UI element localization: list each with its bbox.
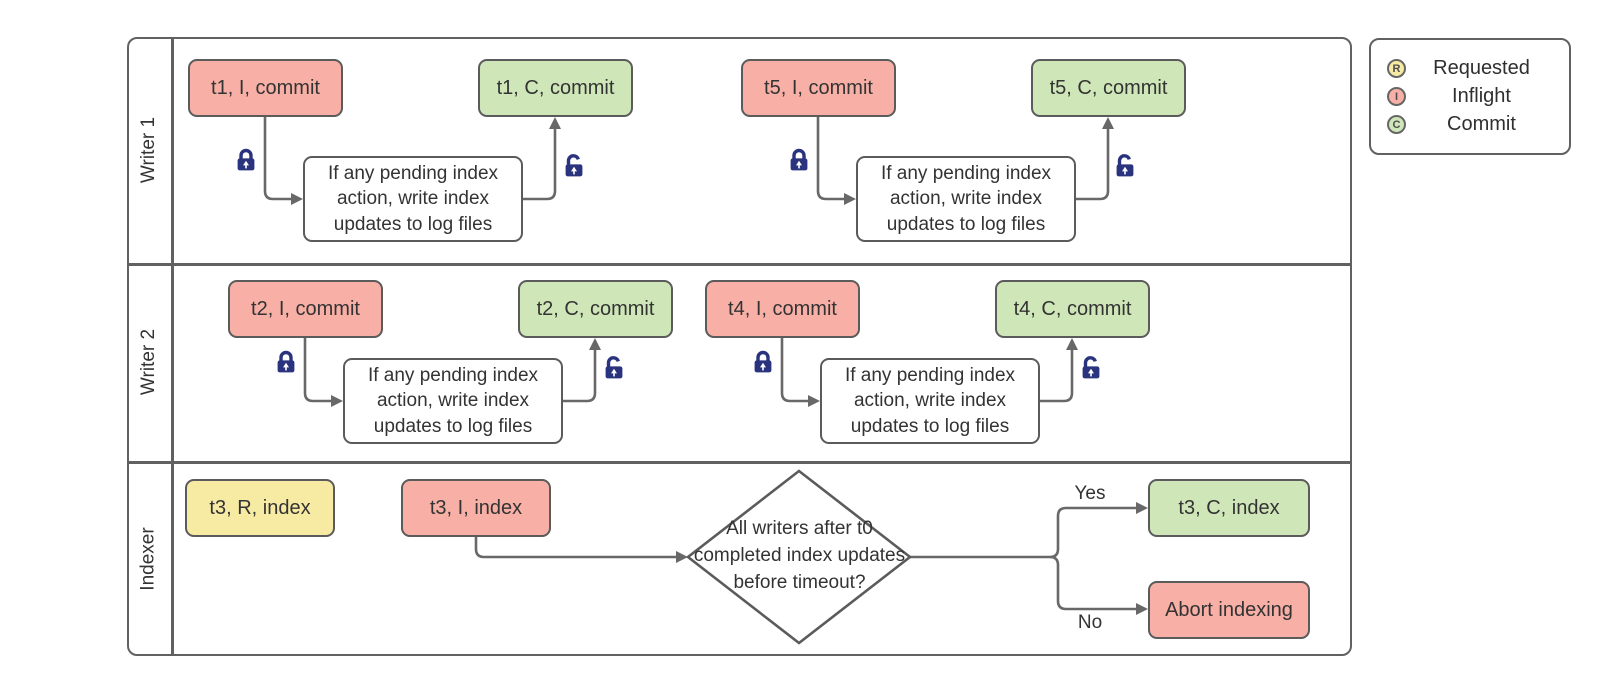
connector-t5-down — [816, 117, 844, 201]
node-label: t5, I, commit — [764, 77, 873, 99]
connector-t4-up — [1040, 350, 1074, 403]
connector-t2-up — [563, 350, 597, 403]
process-box-t1: If any pending index action, write index… — [303, 156, 523, 242]
node-label: t2, I, commit — [251, 298, 360, 320]
node-commit-t1: t1, C, commit — [478, 59, 633, 117]
node-abort-indexing: Abort indexing — [1148, 581, 1310, 639]
connector-t5-up — [1076, 129, 1110, 201]
node-inflight-t2: t2, I, commit — [228, 280, 383, 338]
node-label: t4, I, commit — [728, 298, 837, 320]
arrowhead — [589, 338, 601, 350]
node-label: t1, C, commit — [496, 77, 615, 99]
decision-diamond — [685, 469, 913, 645]
node-label: t2, C, commit — [536, 298, 655, 320]
node-label: t3, I, index — [429, 497, 523, 519]
arrowhead — [1136, 603, 1148, 615]
node-commit-t4: t4, C, commit — [995, 280, 1150, 338]
node-inflight-t4: t4, I, commit — [705, 280, 860, 338]
process-box-t4: If any pending index action, write index… — [820, 358, 1040, 444]
lock-closed-icon — [790, 148, 808, 171]
node-inflight-t5: t5, I, commit — [741, 59, 896, 117]
process-text: If any pending index action, write index… — [367, 365, 539, 437]
arrowhead — [808, 395, 820, 407]
arrowhead — [844, 193, 856, 205]
legend-label: Commit — [1447, 113, 1516, 135]
node-label: Abort indexing — [1165, 599, 1293, 621]
process-text: If any pending index action, write index… — [880, 163, 1052, 235]
connector-t3-to-decision — [474, 537, 676, 559]
legend-label: Requested — [1433, 57, 1530, 79]
arrowhead — [1136, 502, 1148, 514]
connector-t1-up — [523, 129, 557, 201]
lock-open-icon — [1116, 154, 1134, 177]
lock-closed-icon — [237, 148, 255, 171]
legend-label: Inflight — [1452, 85, 1511, 107]
yes-label: Yes — [1074, 483, 1106, 504]
node-commit-t2: t2, C, commit — [518, 280, 673, 338]
legend: R Requested I Inflight C Commit — [1369, 38, 1571, 155]
node-commit-t3: t3, C, index — [1148, 479, 1310, 537]
process-box-t2: If any pending index action, write index… — [343, 358, 563, 444]
arrowhead — [549, 117, 561, 129]
decision-label: All writers after t0 completed index upd… — [693, 518, 906, 593]
lock-closed-icon — [277, 350, 295, 373]
process-text: If any pending index action, write index… — [327, 163, 499, 235]
node-label: t5, C, commit — [1049, 77, 1168, 99]
lane-separator-1 — [127, 263, 1352, 266]
arrowhead — [1102, 117, 1114, 129]
arrowhead — [676, 551, 688, 563]
legend-item-commit: C Commit — [1387, 111, 1557, 139]
node-label: t1, I, commit — [211, 77, 320, 99]
requested-badge-icon: R — [1387, 59, 1406, 78]
legend-item-requested: R Requested — [1387, 55, 1557, 83]
connector-t2-down — [303, 338, 331, 403]
connector-decision-yes — [910, 506, 1136, 559]
arrowhead — [291, 193, 303, 205]
node-label: t3, R, index — [209, 497, 311, 519]
arrowhead — [1066, 338, 1078, 350]
arrowhead — [331, 395, 343, 407]
node-label: t4, C, commit — [1013, 298, 1132, 320]
commit-badge-icon: C — [1387, 115, 1406, 134]
lock-open-icon — [605, 356, 623, 379]
lane-separator-2 — [127, 461, 1352, 464]
connector-t4-down — [780, 338, 808, 403]
process-text: If any pending index action, write index… — [844, 365, 1016, 437]
lock-open-icon — [1082, 356, 1100, 379]
connector-decision-no — [1049, 555, 1136, 611]
legend-item-inflight: I Inflight — [1387, 83, 1557, 111]
node-requested-t3: t3, R, index — [185, 479, 335, 537]
node-commit-t5: t5, C, commit — [1031, 59, 1186, 117]
lane-label-divider — [171, 37, 174, 656]
connector-t1-down — [263, 117, 291, 201]
lock-open-icon — [565, 154, 583, 177]
process-box-t5: If any pending index action, write index… — [856, 156, 1076, 242]
no-label: No — [1077, 612, 1103, 633]
inflight-badge-icon: I — [1387, 87, 1406, 106]
node-label: t3, C, index — [1178, 497, 1280, 519]
node-inflight-t1: t1, I, commit — [188, 59, 343, 117]
node-inflight-t3: t3, I, index — [401, 479, 551, 537]
lock-closed-icon — [754, 350, 772, 373]
